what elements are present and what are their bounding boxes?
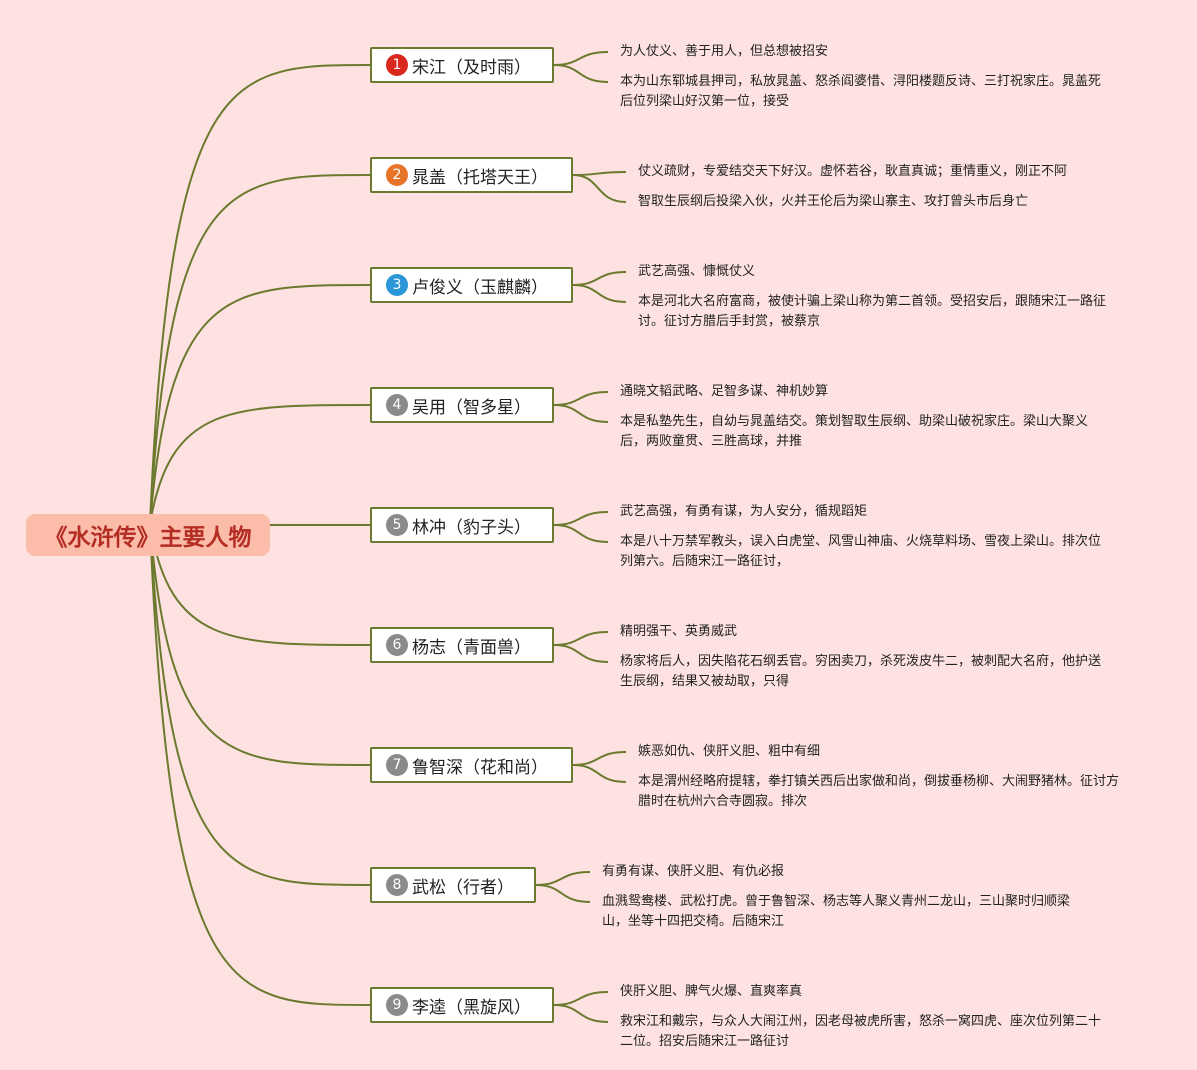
root-link (149, 174, 371, 525)
character-story: 本是八十万禁军教头，误入白虎堂、风雪山神庙、火烧草料场、雪夜上梁山。排次位列第六… (620, 534, 1102, 569)
character-story: 本为山东郓城县押司，私放晁盖、怒杀阎婆惜、浔阳楼题反诗、三打祝家庄。晁盖死后位列… (620, 74, 1102, 109)
character-name: 杨志（青面兽） (412, 637, 531, 658)
character-name: 宋江（及时雨） (412, 57, 531, 78)
character-story: 血溅鸳鸯楼、武松打虎。曾于鲁智深、杨志等人聚义青州二龙山，三山聚时归顺梁山，坐等… (602, 894, 1071, 929)
character-trait: 侠肝义胆、脾气火爆、直爽率真 (620, 984, 803, 999)
trait-link (553, 51, 609, 66)
character-trait: 有勇有谋、侠肝义胆、有仇必报 (602, 864, 785, 879)
character-name: 卢俊义（玉麒麟） (412, 277, 548, 298)
character-trait: 为人仗义、善于用人，但总想被招安 (620, 44, 829, 59)
character-trait: 仗义疏财，专爱结交天下好汉。虚怀若谷，耿直真诚；重情重义，刚正不阿 (638, 164, 1068, 179)
character-story: 本是河北大名府富商，被使计骗上梁山称为第二首领。受招安后，跟随宋江一路征讨。征讨… (638, 294, 1107, 329)
root-link (149, 523, 371, 646)
character-name: 鲁智深（花和尚） (412, 757, 548, 778)
story-link (553, 644, 609, 663)
character-trait: 精明强干、英勇威武 (620, 624, 738, 639)
character-trait: 嫉恶如仇、侠肝义胆、粗中有细 (638, 744, 821, 759)
root-link (149, 404, 371, 525)
story-link (553, 64, 609, 83)
character-name: 吴用（智多星） (412, 397, 531, 418)
root-link (149, 523, 371, 1006)
character-trait: 通晓文韬武略、足智多谋、神机妙算 (620, 384, 829, 399)
root-link (149, 64, 371, 525)
number-badge-icon: 6 (386, 634, 408, 656)
root-topic[interactable]: 《水浒传》主要人物 (26, 514, 270, 556)
trait-link (553, 991, 609, 1006)
number-badge-icon: 3 (386, 274, 408, 296)
number-badge-icon: 2 (386, 164, 408, 186)
story-link (572, 764, 627, 783)
story-link (553, 1004, 609, 1023)
story-link (535, 884, 591, 903)
trait-link (553, 631, 609, 646)
trait-link (572, 171, 627, 176)
character-story: 杨家将后人，因失陷花石纲丢官。穷困卖刀，杀死泼皮牛二，被刺配大名府，他护送生辰纲… (620, 654, 1102, 689)
trait-link (553, 391, 609, 406)
trait-link (572, 271, 627, 286)
character-name: 武松（行者） (412, 877, 514, 898)
character-story: 本是渭州经略府提辖，拳打镇关西后出家做和尚，倒拔垂杨柳、大闹野猪林。征讨方腊时在… (638, 774, 1120, 809)
number-badge-icon: 8 (386, 874, 408, 896)
story-link (553, 404, 609, 423)
trait-link (535, 871, 591, 886)
number-badge-icon: 1 (386, 54, 408, 76)
trait-link (553, 511, 609, 526)
character-trait: 武艺高强、慷慨仗义 (638, 264, 756, 279)
character-story: 救宋江和戴宗，与众人大闹江州，因老母被虎所害，怒杀一窝四虎、座次位列第二十二位。… (620, 1014, 1102, 1049)
root-link (149, 284, 371, 525)
trait-link (572, 751, 627, 766)
character-name: 晁盖（托塔天王） (412, 167, 548, 188)
story-link (572, 284, 627, 303)
story-link (572, 174, 627, 203)
number-badge-icon: 7 (386, 754, 408, 776)
character-story: 智取生辰纲后投梁入伙，火并王伦后为梁山寨主、攻打曾头市后身亡 (638, 194, 1029, 209)
root-link (149, 523, 371, 766)
root-link (149, 523, 371, 886)
number-badge-icon: 4 (386, 394, 408, 416)
character-name: 李逵（黑旋风） (412, 997, 531, 1018)
number-badge-icon: 9 (386, 994, 408, 1016)
character-story: 本是私塾先生，自幼与晁盖结交。策划智取生辰纲、助梁山破祝家庄。梁山大聚义后，两败… (620, 414, 1089, 449)
story-link (553, 524, 609, 543)
character-trait: 武艺高强，有勇有谋，为人安分，循规蹈矩 (620, 504, 868, 519)
character-name: 林冲（豹子头） (412, 517, 531, 538)
number-badge-icon: 5 (386, 514, 408, 536)
